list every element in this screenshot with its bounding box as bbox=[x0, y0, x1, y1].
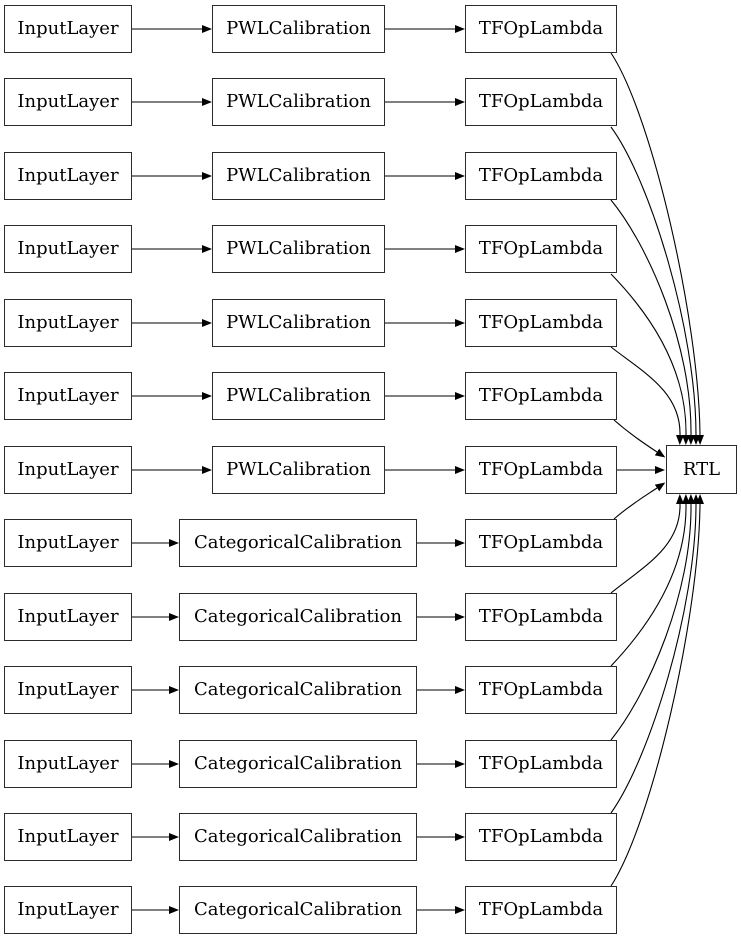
tfop-lambda-node: TFOpLambda bbox=[465, 372, 617, 420]
rtl-node: RTL bbox=[666, 445, 737, 494]
input-layer-node: InputLayer bbox=[4, 666, 132, 714]
pwl-calibration-node: PWLCalibration bbox=[212, 372, 385, 420]
tfop-lambda-node: TFOpLambda bbox=[465, 446, 617, 494]
categorical-calibration-node: CategoricalCalibration bbox=[179, 886, 417, 934]
pwl-calibration-node: PWLCalibration bbox=[212, 152, 385, 200]
edge-lambda-to-rtl bbox=[610, 346, 684, 445]
input-layer-node: InputLayer bbox=[4, 372, 132, 420]
pwl-calibration-node: PWLCalibration bbox=[212, 299, 385, 347]
input-layer-node: InputLayer bbox=[4, 519, 132, 567]
input-layer-node: InputLayer bbox=[4, 152, 132, 200]
tfop-lambda-node: TFOpLambda bbox=[465, 152, 617, 200]
categorical-calibration-node: CategoricalCalibration bbox=[179, 740, 417, 788]
edge-lambda-to-rtl bbox=[610, 494, 704, 887]
input-layer-node: InputLayer bbox=[4, 446, 132, 494]
input-layer-node: InputLayer bbox=[4, 886, 132, 934]
input-layer-node: InputLayer bbox=[4, 813, 132, 861]
edge-lambda-to-rtl bbox=[610, 126, 700, 445]
pwl-calibration-node: PWLCalibration bbox=[212, 446, 385, 494]
tfop-lambda-node: TFOpLambda bbox=[465, 78, 617, 126]
tfop-lambda-node: TFOpLambda bbox=[465, 299, 617, 347]
input-layer-node: InputLayer bbox=[4, 5, 132, 53]
pwl-calibration-node: PWLCalibration bbox=[212, 5, 385, 53]
categorical-calibration-node: CategoricalCalibration bbox=[179, 666, 417, 714]
categorical-calibration-node: CategoricalCalibration bbox=[179, 519, 417, 567]
input-layer-node: InputLayer bbox=[4, 593, 132, 641]
edge-lambda-to-rtl bbox=[610, 494, 695, 741]
edge-lambda-to-rtl bbox=[610, 494, 684, 594]
input-layer-node: InputLayer bbox=[4, 225, 132, 273]
edge-lambda-to-rtl bbox=[613, 482, 666, 520]
edge-lambda-to-rtl bbox=[610, 52, 704, 445]
edge-lambda-to-rtl bbox=[610, 494, 690, 667]
pwl-calibration-node: PWLCalibration bbox=[212, 225, 385, 273]
tfop-lambda-node: TFOpLambda bbox=[465, 5, 617, 53]
tfop-lambda-node: TFOpLambda bbox=[465, 593, 617, 641]
tfop-lambda-node: TFOpLambda bbox=[465, 886, 617, 934]
tfop-lambda-node: TFOpLambda bbox=[465, 666, 617, 714]
categorical-calibration-node: CategoricalCalibration bbox=[179, 593, 417, 641]
tfop-lambda-node: TFOpLambda bbox=[465, 740, 617, 788]
categorical-calibration-node: CategoricalCalibration bbox=[179, 813, 417, 861]
edge-lambda-to-rtl bbox=[610, 494, 700, 814]
input-layer-node: InputLayer bbox=[4, 299, 132, 347]
tfop-lambda-node: TFOpLambda bbox=[465, 519, 617, 567]
edge-lambda-to-rtl bbox=[610, 273, 690, 445]
edge-lambda-to-rtl bbox=[613, 419, 666, 458]
input-layer-node: InputLayer bbox=[4, 740, 132, 788]
tfop-lambda-node: TFOpLambda bbox=[465, 225, 617, 273]
pwl-calibration-node: PWLCalibration bbox=[212, 78, 385, 126]
edge-lambda-to-rtl bbox=[610, 199, 695, 445]
tfop-lambda-node: TFOpLambda bbox=[465, 813, 617, 861]
input-layer-node: InputLayer bbox=[4, 78, 132, 126]
